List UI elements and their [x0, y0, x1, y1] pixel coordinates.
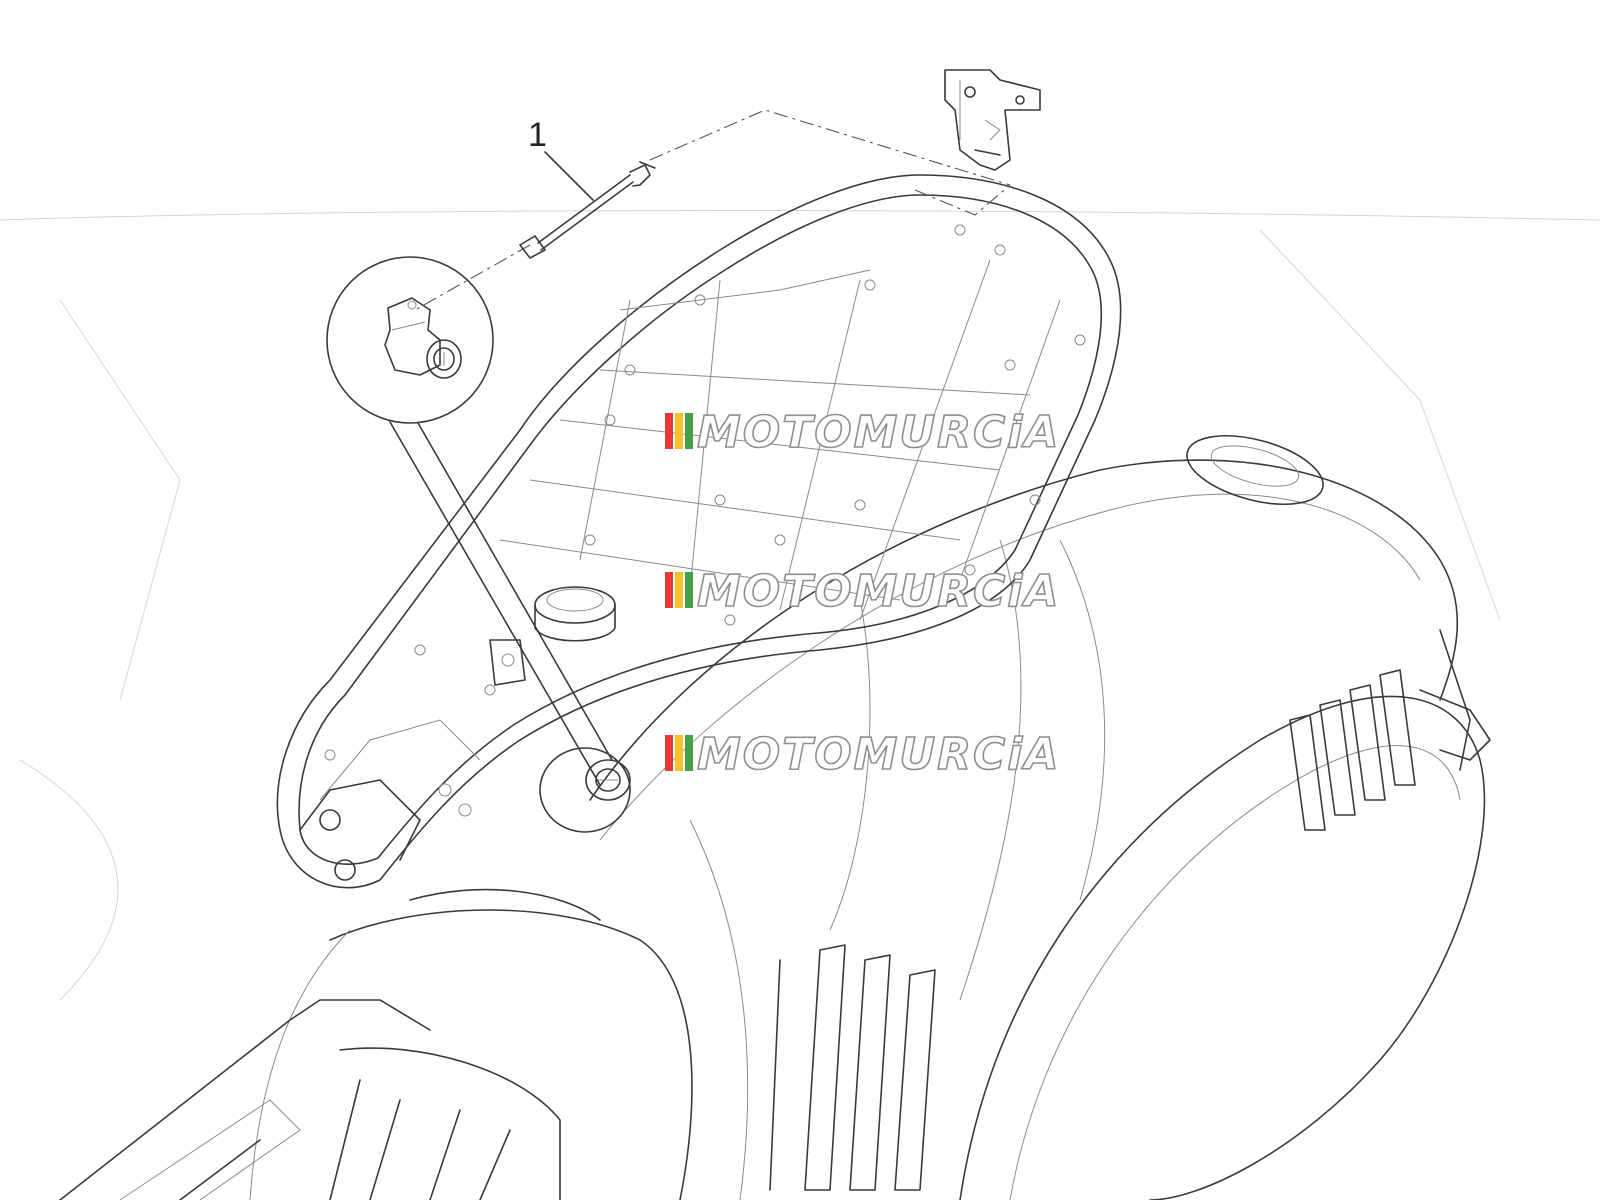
watermark-bar-green — [685, 572, 693, 608]
watermark-top: MOTOMURCiA — [665, 406, 1060, 459]
watermark-bar-yellow — [675, 735, 683, 771]
watermark-text: MOTOMURCiA — [697, 729, 1060, 780]
side-vents-lower — [769, 944, 936, 1191]
callout-leader-1 — [544, 151, 594, 201]
watermark-text: MOTOMURCiA — [697, 407, 1060, 458]
watermark-text: MOTOMURCiA — [697, 566, 1060, 617]
watermark-middle: MOTOMURCiA — [665, 565, 1060, 618]
watermark-bar-green — [685, 735, 693, 771]
rib-bosses — [414, 224, 1086, 696]
watermark-bar-green — [685, 413, 693, 449]
lock-barrel-on-body — [539, 747, 631, 833]
lock-cylinder-detail — [384, 297, 462, 379]
callout-number-1: 1 — [528, 116, 547, 154]
assembly-lines — [414, 109, 1011, 311]
fuel-cap — [534, 586, 616, 642]
watermark-bar-yellow — [675, 572, 683, 608]
side-vents-right — [1289, 669, 1416, 831]
detail-magnifier — [326, 256, 613, 786]
part-1-lock-rod — [519, 161, 656, 259]
footboard — [59, 999, 561, 1200]
watermark-bar-red — [665, 413, 673, 449]
watermark-bar-yellow — [675, 413, 683, 449]
watermark-bar-red — [665, 572, 673, 608]
seat-underside — [276, 174, 1122, 889]
scooter-body — [59, 435, 1491, 1200]
watermark-bottom: MOTOMURCiA — [665, 728, 1060, 781]
watermark-bar-red — [665, 735, 673, 771]
seat-hinge-bracket — [944, 69, 1041, 171]
background-ghost-lines — [0, 210, 1600, 1001]
